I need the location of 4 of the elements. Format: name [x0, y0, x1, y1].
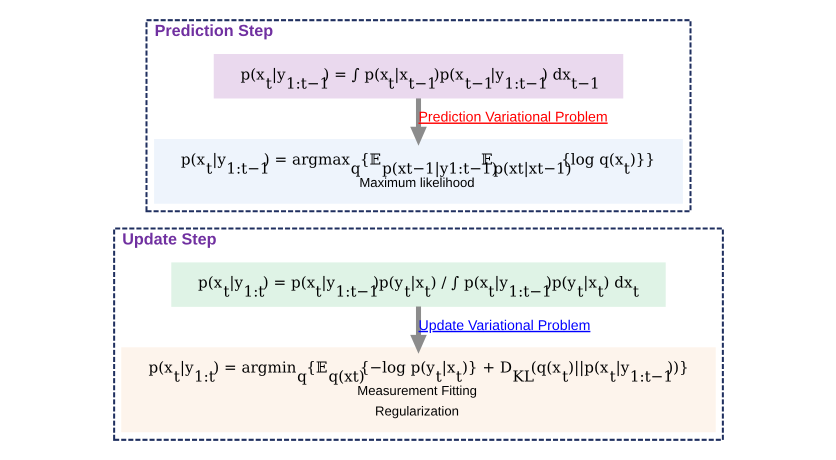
edge-label: Update Variational Problem [418, 316, 590, 333]
arrow [410, 306, 426, 354]
edge-label: Prediction Variational Problem [418, 108, 608, 124]
arrow [410, 98, 426, 146]
